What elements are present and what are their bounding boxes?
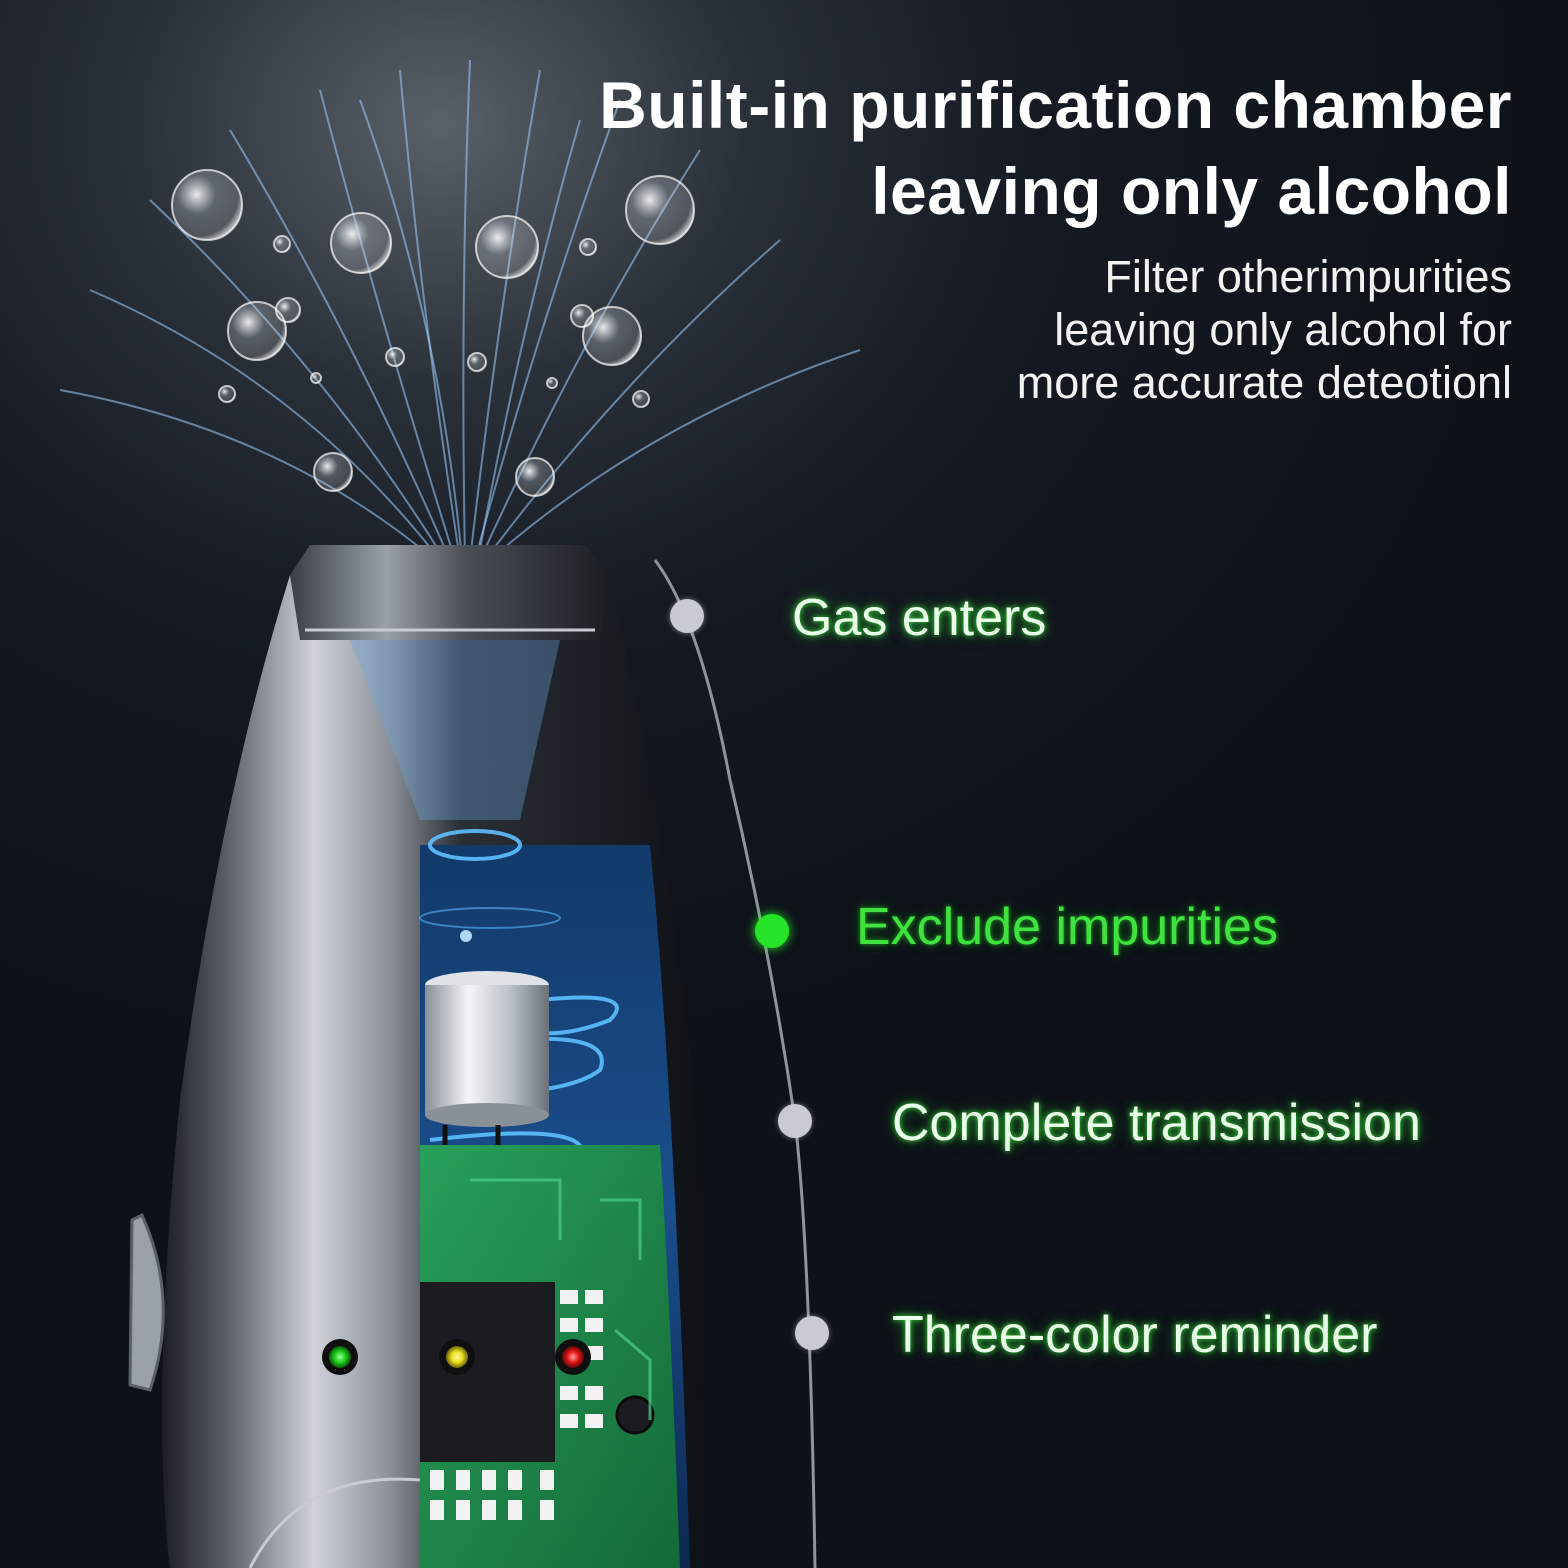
bubble-icon [467,352,487,372]
bubble-icon [171,169,243,241]
three-color-leds [322,1339,591,1375]
step-label-exclude-impurities: Exclude impurities [856,898,1278,956]
step-label-three-color-reminder: Three-color reminder [892,1306,1378,1364]
bubble-icon [582,306,642,366]
timeline-dot-icon-exclude-impurities [755,914,789,948]
airflow-lines [59,59,861,561]
bubble-icon [227,301,287,361]
bubble-icon [579,238,597,256]
bubble-icon [546,377,558,389]
bubble-icon [273,235,291,253]
headline-line-1: Built-in purification chamber [599,68,1512,142]
bubble-icon [515,457,555,497]
bubble-icon [385,347,405,367]
timeline-dot-icon-complete-transmission [778,1104,812,1138]
bubble-icon [313,452,353,492]
bubble-icon [632,390,650,408]
headline: Built-in purification chamber leaving on… [412,62,1512,234]
bubble-icon [330,212,392,274]
bubble-icons [171,169,695,497]
circuit-board [420,1145,680,1568]
timeline-dot-icon-three-color-reminder [795,1316,829,1350]
subtext-line-2: leaving only alcohol for [1054,304,1512,355]
bubble-icon [475,215,539,279]
bubble-icon [275,297,301,323]
bubble-icon [218,385,236,403]
headline-line-2: leaving only alcohol [871,154,1512,228]
step-label-complete-transmission: Complete transmission [892,1094,1421,1152]
bubble-icon [310,372,322,384]
subtext: Filter otherimpurities leaving only alco… [812,250,1512,409]
subtext-line-1: Filter otherimpurities [1104,251,1512,302]
subtext-line-3: more accurate deteotionl [1016,357,1512,408]
bubble-icon [625,175,695,245]
timeline-dot-icon-gas-enters [670,599,704,633]
bubble-icon [570,304,594,328]
step-label-gas-enters: Gas enters [792,589,1047,647]
